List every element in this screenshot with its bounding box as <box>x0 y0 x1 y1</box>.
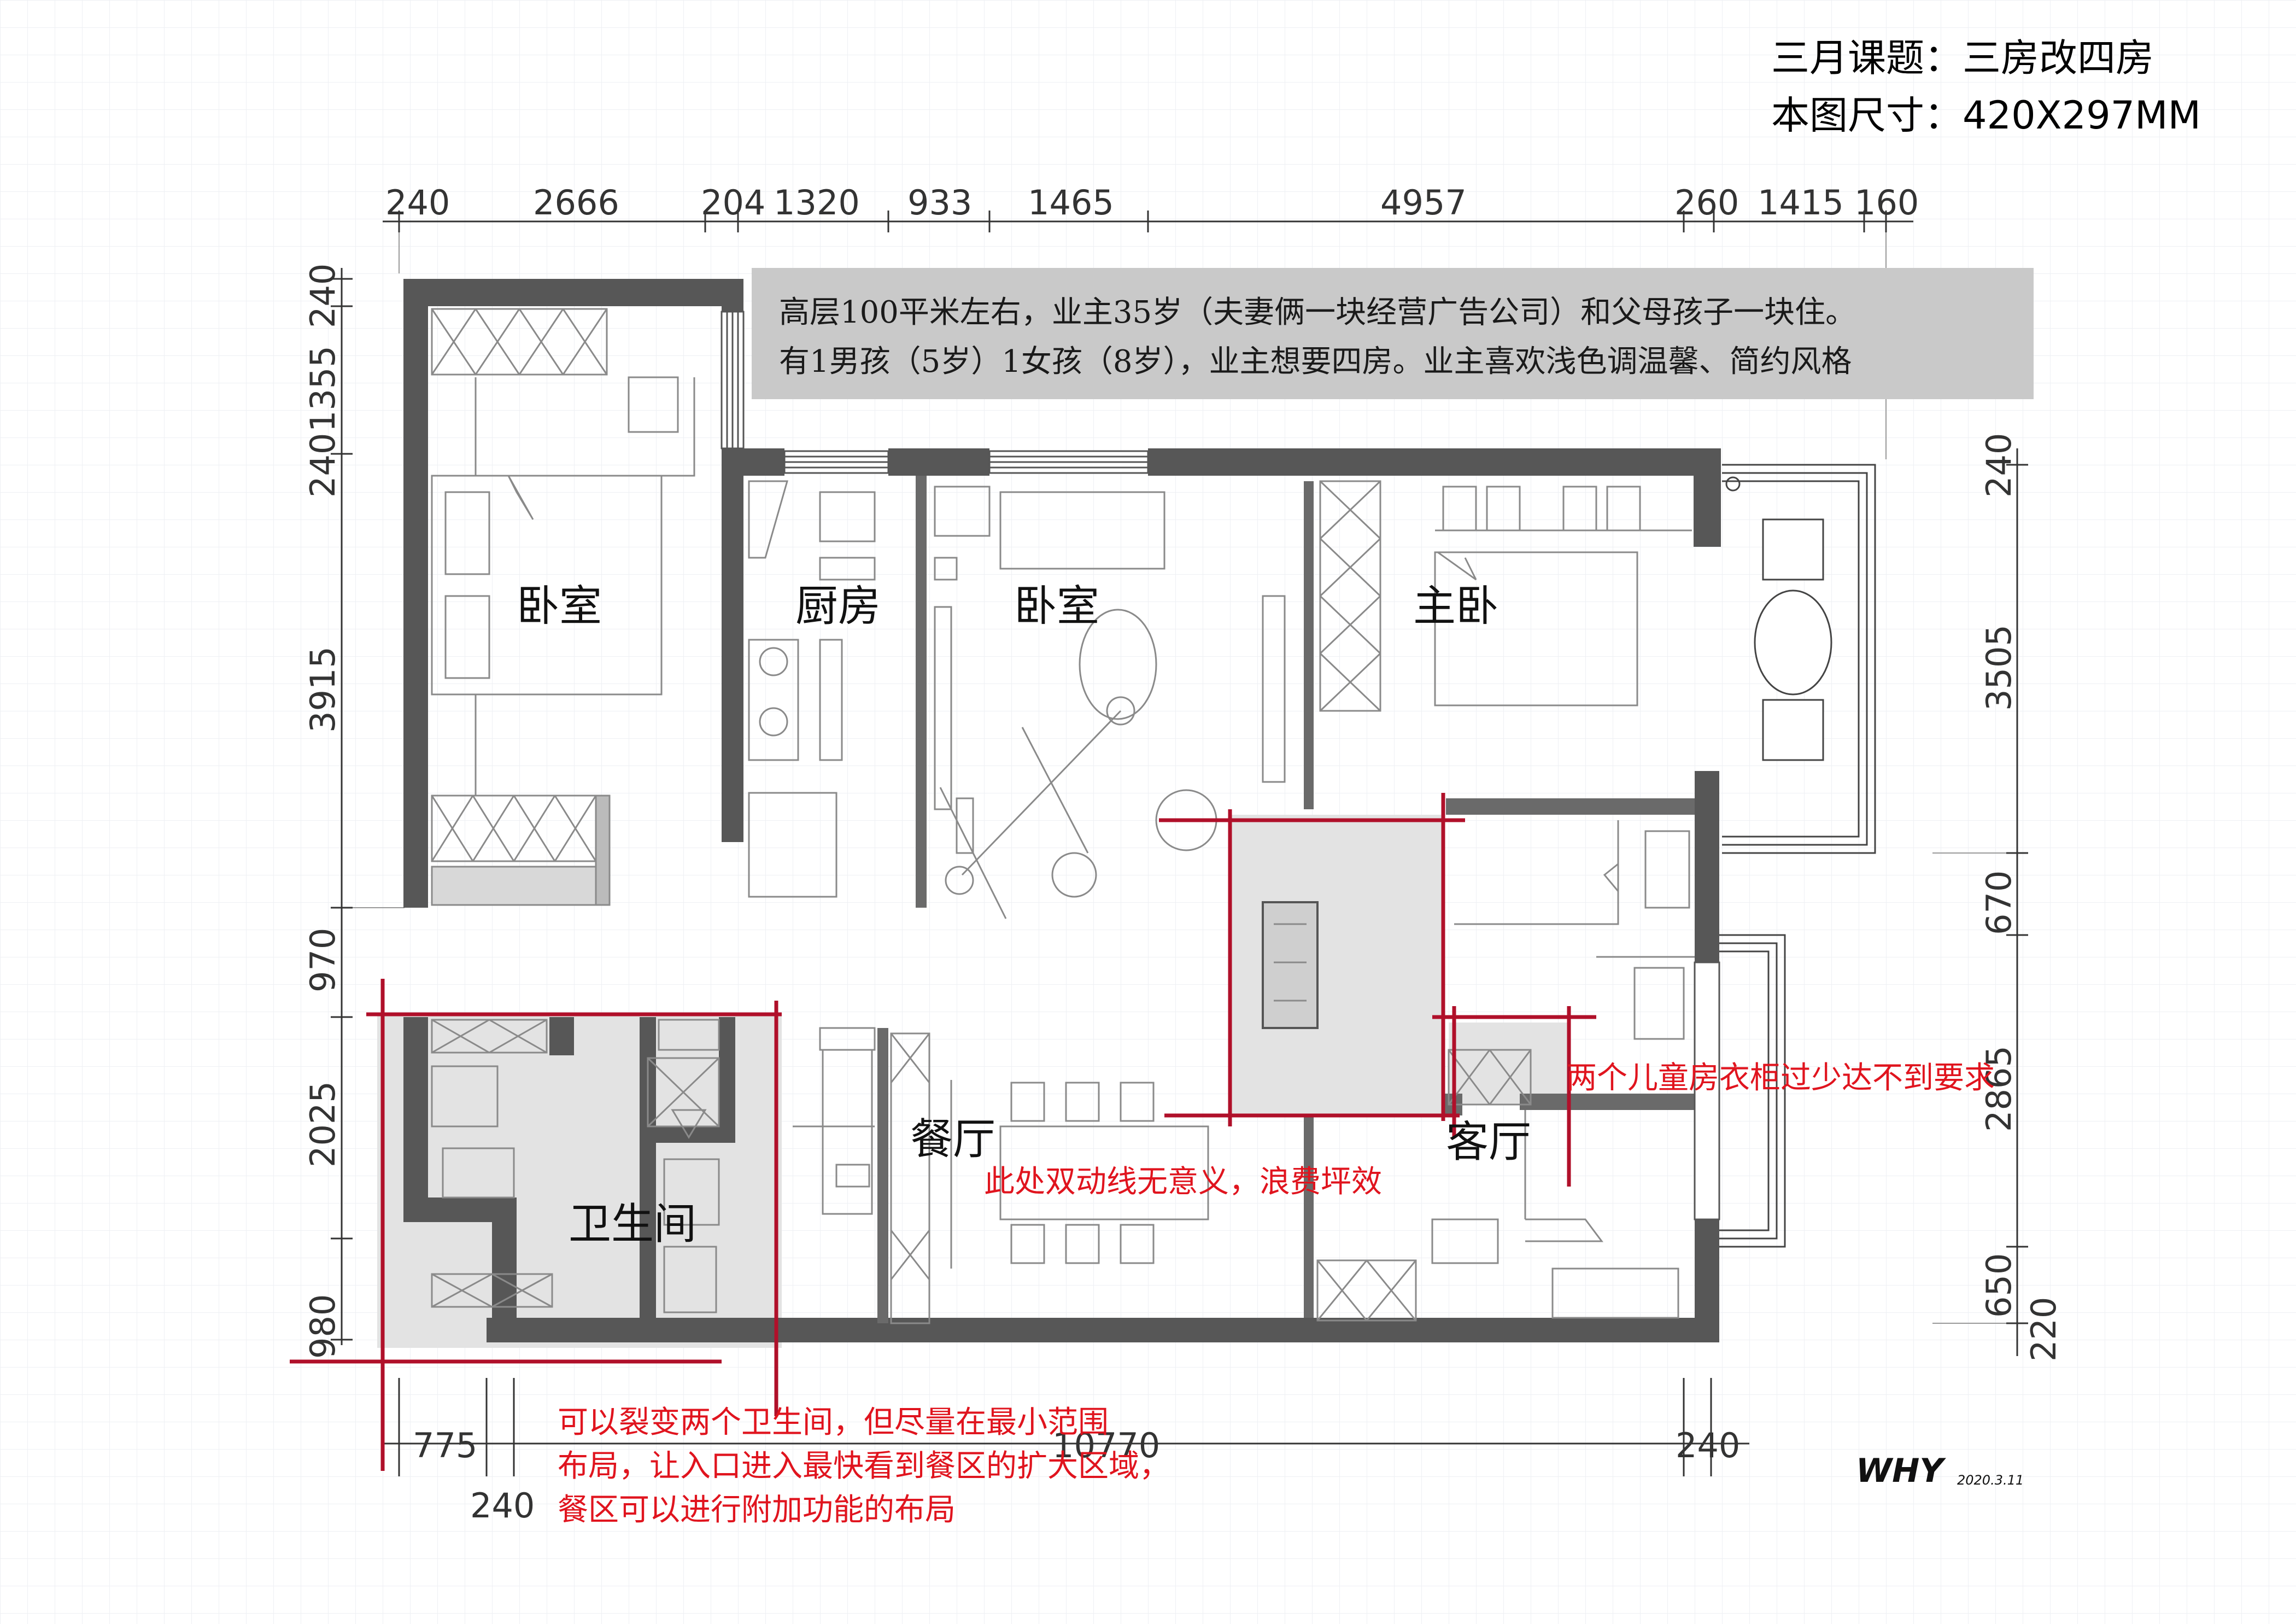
bathroom-highlight <box>377 1014 782 1348</box>
annotation-bathroom-line-1: 可以裂变两个卫生间，但尽量在最小范围 <box>558 1405 1109 1440</box>
title-block: 三月课题：三房改四房 本图尺寸：420X297MM <box>1771 36 2201 138</box>
brief-line-2: 有1男孩（5岁）1女孩（8岁），业主想要四房。业主喜欢浅色调温馨、简约风格 <box>779 344 1852 379</box>
brief-line-1: 高层100平米左右，业主35岁（夫妻俩一块经营广告公司）和父母孩子一块住。 <box>779 295 1856 330</box>
annotation-bathroom-line-2: 布局，让入口进入最快看到餐区的扩大区域， <box>558 1448 1170 1484</box>
dim-left-1: 240 <box>303 264 343 328</box>
dim-left-7: 980 <box>303 1294 343 1359</box>
annotations: 两个儿童房衣柜过少达不到要求 此处双动线无意义，浪费坪效 可以裂变两个卫生间，但… <box>558 1060 1995 1528</box>
title-line-2: 本图尺寸：420X297MM <box>1771 93 2201 138</box>
room-label-living: 客厅 <box>1446 1118 1531 1167</box>
dim-top-9: 1415 <box>1758 183 1844 223</box>
dim-left-6: 2025 <box>303 1081 343 1167</box>
room-labels: 卧室 厨房 卧室 主卧 餐厅 卫生间 客厅 <box>517 582 1531 1249</box>
signature-name: WHY <box>1856 1452 1946 1490</box>
dim-top-1: 240 <box>385 183 450 223</box>
room-label-bedroom-mid: 卧室 <box>1014 582 1099 631</box>
dim-top-3: 204 <box>701 183 765 223</box>
annotation-double-path: 此处双动线无意义，浪费坪效 <box>984 1164 1382 1200</box>
dim-bottom-2: 240 <box>470 1486 535 1526</box>
dim-left-4: 3915 <box>303 646 343 733</box>
dim-top-4: 1320 <box>774 183 860 223</box>
dim-left-2: 1355 <box>303 346 343 432</box>
dim-left-3: 240 <box>303 433 343 498</box>
dim-right-2: 3505 <box>1979 624 2019 711</box>
dim-right-1: 240 <box>1979 433 2019 498</box>
room-label-bedroom-left: 卧室 <box>517 582 602 631</box>
room-label-master-bedroom: 主卧 <box>1413 582 1498 631</box>
room-label-kitchen: 厨房 <box>795 582 881 631</box>
room-label-bathroom: 卫生间 <box>569 1200 696 1249</box>
dim-top-10: 160 <box>1854 183 1919 223</box>
signature-date: 2020.3.11 <box>1957 1473 2024 1488</box>
dim-right-3: 670 <box>1979 871 2019 935</box>
dim-top-7: 4957 <box>1380 183 1467 223</box>
dim-right-6: 220 <box>2024 1297 2064 1362</box>
signature: WHY 2020.3.11 <box>1856 1452 2024 1490</box>
dimension-texts: 240 2666 204 1320 933 1465 4957 260 1415… <box>303 183 2064 1526</box>
dim-bottom-3: 10770 <box>1052 1426 1160 1465</box>
annotation-bathroom-line-3: 餐区可以进行附加功能的布局 <box>558 1492 956 1528</box>
dim-right-5: 650 <box>1979 1253 2019 1318</box>
highlight-zones <box>377 815 1569 1348</box>
balcony <box>1719 464 1876 1248</box>
dim-right-4: 2865 <box>1979 1045 2019 1132</box>
title-line-1: 三月课题：三房改四房 <box>1771 36 2154 80</box>
dim-bottom-1: 775 <box>413 1426 477 1465</box>
windows <box>721 311 1720 1220</box>
dim-top-5: 933 <box>907 183 972 223</box>
dim-left-5: 970 <box>303 928 343 992</box>
walls <box>403 279 1721 1342</box>
brief-box: 高层100平米左右，业主35岁（夫妻俩一块经营广告公司）和父母孩子一块住。 有1… <box>752 268 2034 399</box>
dim-top-6: 1465 <box>1028 183 1114 223</box>
dim-top-2: 2666 <box>533 183 619 223</box>
wardrobe-highlight <box>1449 1023 1569 1105</box>
dim-top-8: 260 <box>1674 183 1739 223</box>
dim-bottom-4: 240 <box>1676 1426 1740 1465</box>
room-label-dining: 餐厅 <box>910 1115 995 1164</box>
furniture <box>431 308 1695 1324</box>
dimension-lines <box>331 211 2028 1476</box>
annotation-wardrobe: 两个儿童房衣柜过少达不到要求 <box>1566 1060 1995 1096</box>
red-markup <box>290 793 1596 1471</box>
